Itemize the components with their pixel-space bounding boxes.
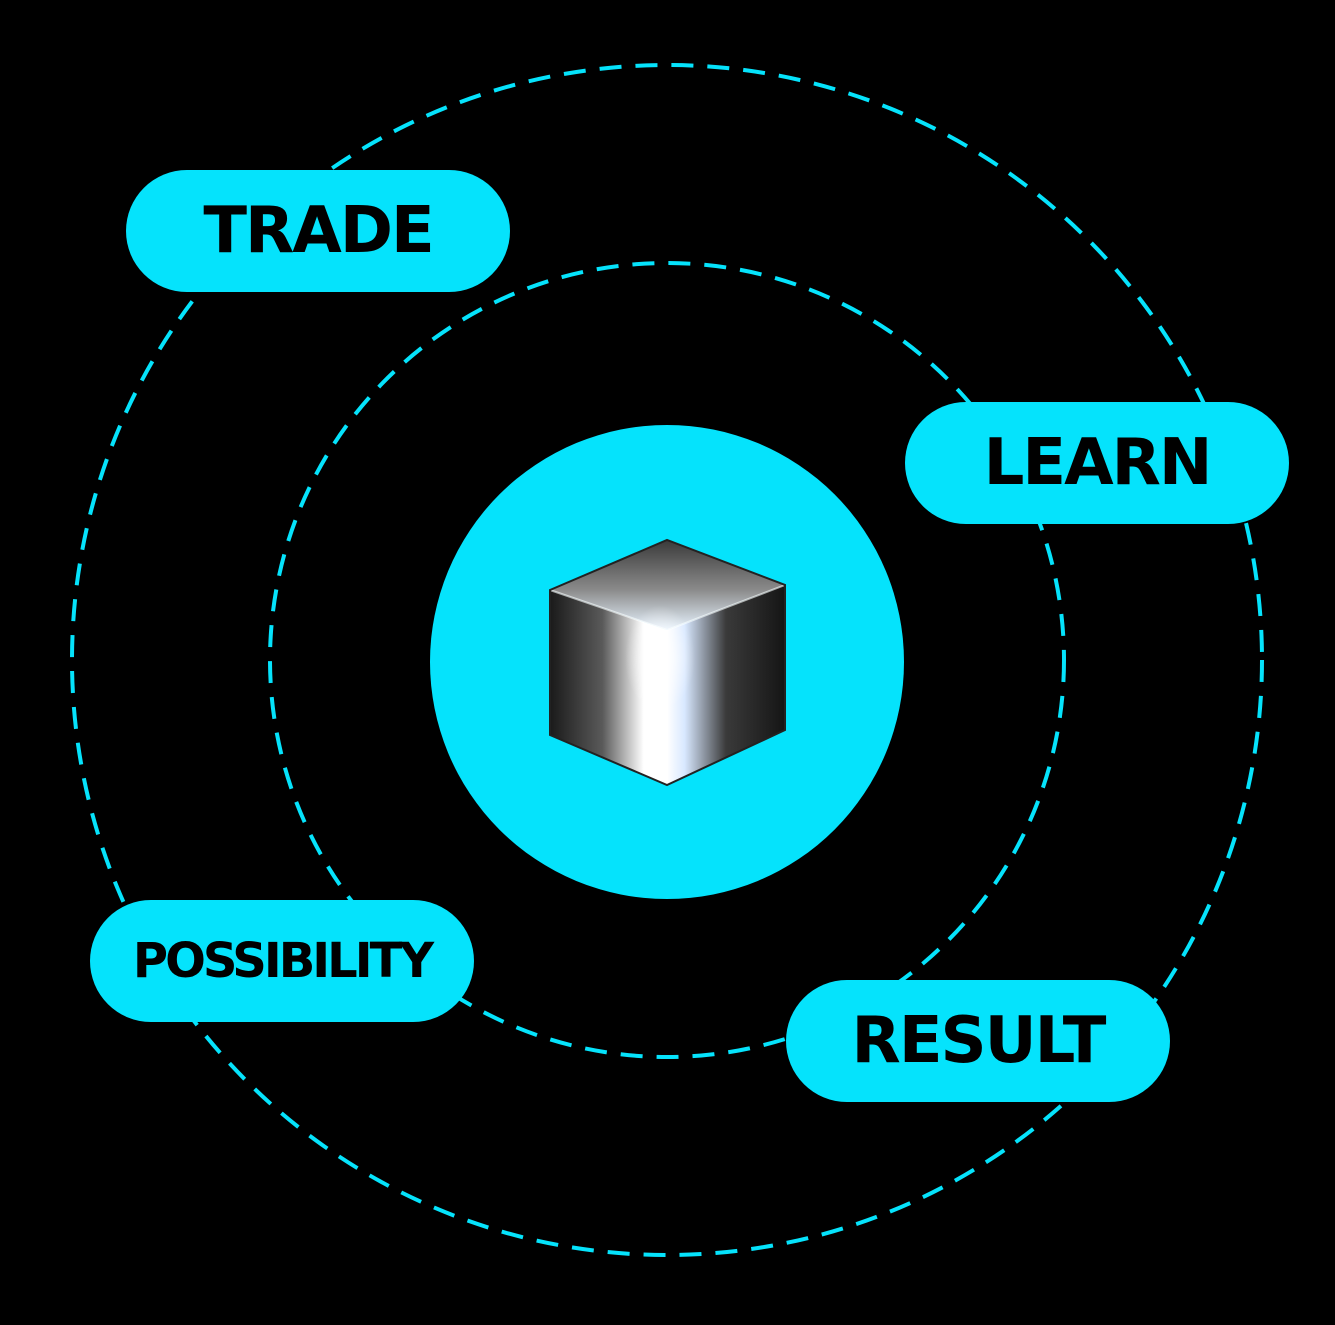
result-label: RESULT bbox=[851, 1004, 1107, 1078]
inner-dashed-ring bbox=[268, 261, 1066, 1059]
possibility-label: POSSIBILITY bbox=[132, 933, 434, 989]
trade-label: TRADE bbox=[203, 194, 434, 268]
learn-label: LEARN bbox=[983, 426, 1213, 500]
trade-pill: TRADE bbox=[126, 170, 510, 292]
outer-dashed-ring bbox=[70, 63, 1264, 1257]
possibility-pill: POSSIBILITY bbox=[90, 900, 474, 1022]
result-pill: RESULT bbox=[786, 980, 1170, 1102]
learn-pill: LEARN bbox=[905, 402, 1289, 524]
glass-cube-icon bbox=[549, 538, 786, 787]
